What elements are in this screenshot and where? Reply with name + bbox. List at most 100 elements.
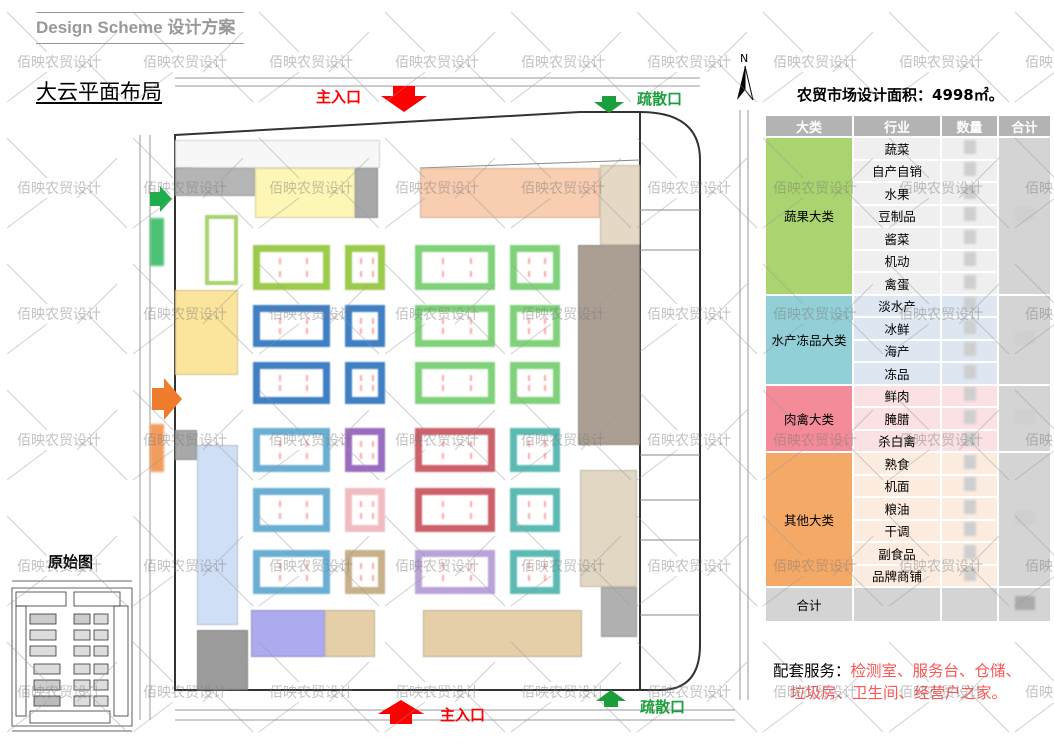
blurred-value xyxy=(963,364,976,379)
stall-island xyxy=(415,488,495,532)
industry-cell: 酱菜 xyxy=(854,228,940,249)
table-row: 豆制品 xyxy=(766,205,1050,226)
watermark-line xyxy=(1014,72,1054,103)
watermark-line xyxy=(958,31,1000,73)
blurred-value xyxy=(963,274,976,289)
col-header: 行业 xyxy=(854,116,940,136)
blurred-value xyxy=(963,297,976,312)
evac-marker-left xyxy=(150,424,164,472)
original-plan-thumbnail xyxy=(11,580,133,732)
blurred-value xyxy=(963,544,976,559)
evac-marker-left xyxy=(150,218,164,266)
quantity-cell xyxy=(942,408,997,429)
compass-label: N xyxy=(740,52,748,65)
quantity-cell xyxy=(942,183,997,204)
blurred-value xyxy=(963,432,976,447)
table-row: 粮油 xyxy=(766,498,1050,519)
shop-block xyxy=(175,290,238,375)
industry-cell: 机面 xyxy=(854,475,940,496)
stall-island xyxy=(345,488,385,532)
shop-block xyxy=(251,610,325,657)
blurred-value xyxy=(1014,331,1035,345)
shop-block xyxy=(420,168,600,218)
quantity-cell xyxy=(942,340,997,361)
subtotal-cell xyxy=(999,453,1050,586)
quantity-cell xyxy=(942,295,997,316)
subtotal-cell xyxy=(999,385,1050,451)
quantity-cell xyxy=(942,543,997,564)
stall-island xyxy=(345,245,385,290)
services-label: 配套服务： xyxy=(773,662,851,680)
blurred-value xyxy=(963,409,976,424)
quantity-cell xyxy=(942,453,997,474)
industry-cell: 品牌商铺 xyxy=(854,565,940,586)
original-plan-label: 原始图 xyxy=(48,553,94,571)
stall-island xyxy=(345,305,385,347)
watermark-line xyxy=(832,31,874,73)
col-header: 数量 xyxy=(942,116,997,136)
watermark-line xyxy=(762,11,804,53)
table-row: 机面 xyxy=(766,475,1050,496)
stall-island xyxy=(415,428,495,472)
blurred-value xyxy=(963,522,976,537)
blurred-value xyxy=(963,477,976,492)
category-cell: 肉禽大类 xyxy=(766,385,852,451)
stall-island xyxy=(510,305,560,347)
blurred-value xyxy=(963,319,976,334)
stall-island xyxy=(345,428,385,472)
services-line2: 垃圾房、卫生间、经营户之家。 xyxy=(790,684,1008,702)
blurred-value xyxy=(1014,511,1035,525)
stall-island xyxy=(415,362,495,404)
blurred-value xyxy=(963,162,976,177)
total-label: 合计 xyxy=(766,588,852,621)
table-row: 冰鲜 xyxy=(766,318,1050,339)
quantity-cell xyxy=(942,430,997,451)
shop-block xyxy=(600,165,640,245)
quantity-cell xyxy=(942,138,997,159)
shop-block xyxy=(175,430,197,460)
stall-island xyxy=(345,362,385,404)
blurred-value xyxy=(963,499,976,514)
industry-cell: 干调 xyxy=(854,520,940,541)
stall-island xyxy=(510,488,560,532)
stall-island xyxy=(253,362,330,404)
main-entrance-label-bottom: 主入口 xyxy=(440,706,486,724)
stall-island xyxy=(510,245,560,290)
shop-block xyxy=(175,140,380,168)
industry-cell: 水果 xyxy=(854,183,940,204)
table-row: 腌腊 xyxy=(766,408,1050,429)
quantity-cell xyxy=(942,565,997,586)
shop-block xyxy=(355,168,378,218)
industry-cell: 副食品 xyxy=(854,543,940,564)
grand-total-cell xyxy=(999,588,1050,621)
industry-cell: 豆制品 xyxy=(854,205,940,226)
category-cell: 水产冻品大类 xyxy=(766,295,852,384)
shop-block xyxy=(578,245,640,445)
total-empty xyxy=(854,588,940,621)
col-header: 大类 xyxy=(766,116,852,136)
watermark-line xyxy=(888,11,930,53)
industry-cell: 海产 xyxy=(854,340,940,361)
table-row: 机动 xyxy=(766,250,1050,271)
category-cell: 其他大类 xyxy=(766,453,852,586)
quantity-cell xyxy=(942,228,997,249)
industry-cell: 粮油 xyxy=(854,498,940,519)
north-compass-icon: N xyxy=(737,52,754,101)
shop-block xyxy=(423,610,582,657)
quantity-cell xyxy=(942,318,997,339)
industry-cell: 冻品 xyxy=(854,363,940,384)
blurred-value xyxy=(963,184,976,199)
quantity-cell xyxy=(942,498,997,519)
blurred-value xyxy=(963,454,976,469)
table-row: 水果 xyxy=(766,183,1050,204)
services-line1: 检测室、服务台、仓储、 xyxy=(850,662,1022,680)
floor-plan: 主入口 疏散口 主入口 疏散口 N xyxy=(139,52,754,724)
subtotal-cell xyxy=(999,138,1050,294)
stall-island xyxy=(253,245,330,290)
subtotal-cell xyxy=(999,295,1050,384)
arrow-up-icon xyxy=(378,700,424,724)
stall-island xyxy=(510,362,560,404)
industry-cell: 自产自销 xyxy=(854,160,940,181)
blurred-value xyxy=(963,252,976,267)
arrow-down-icon xyxy=(381,86,427,112)
